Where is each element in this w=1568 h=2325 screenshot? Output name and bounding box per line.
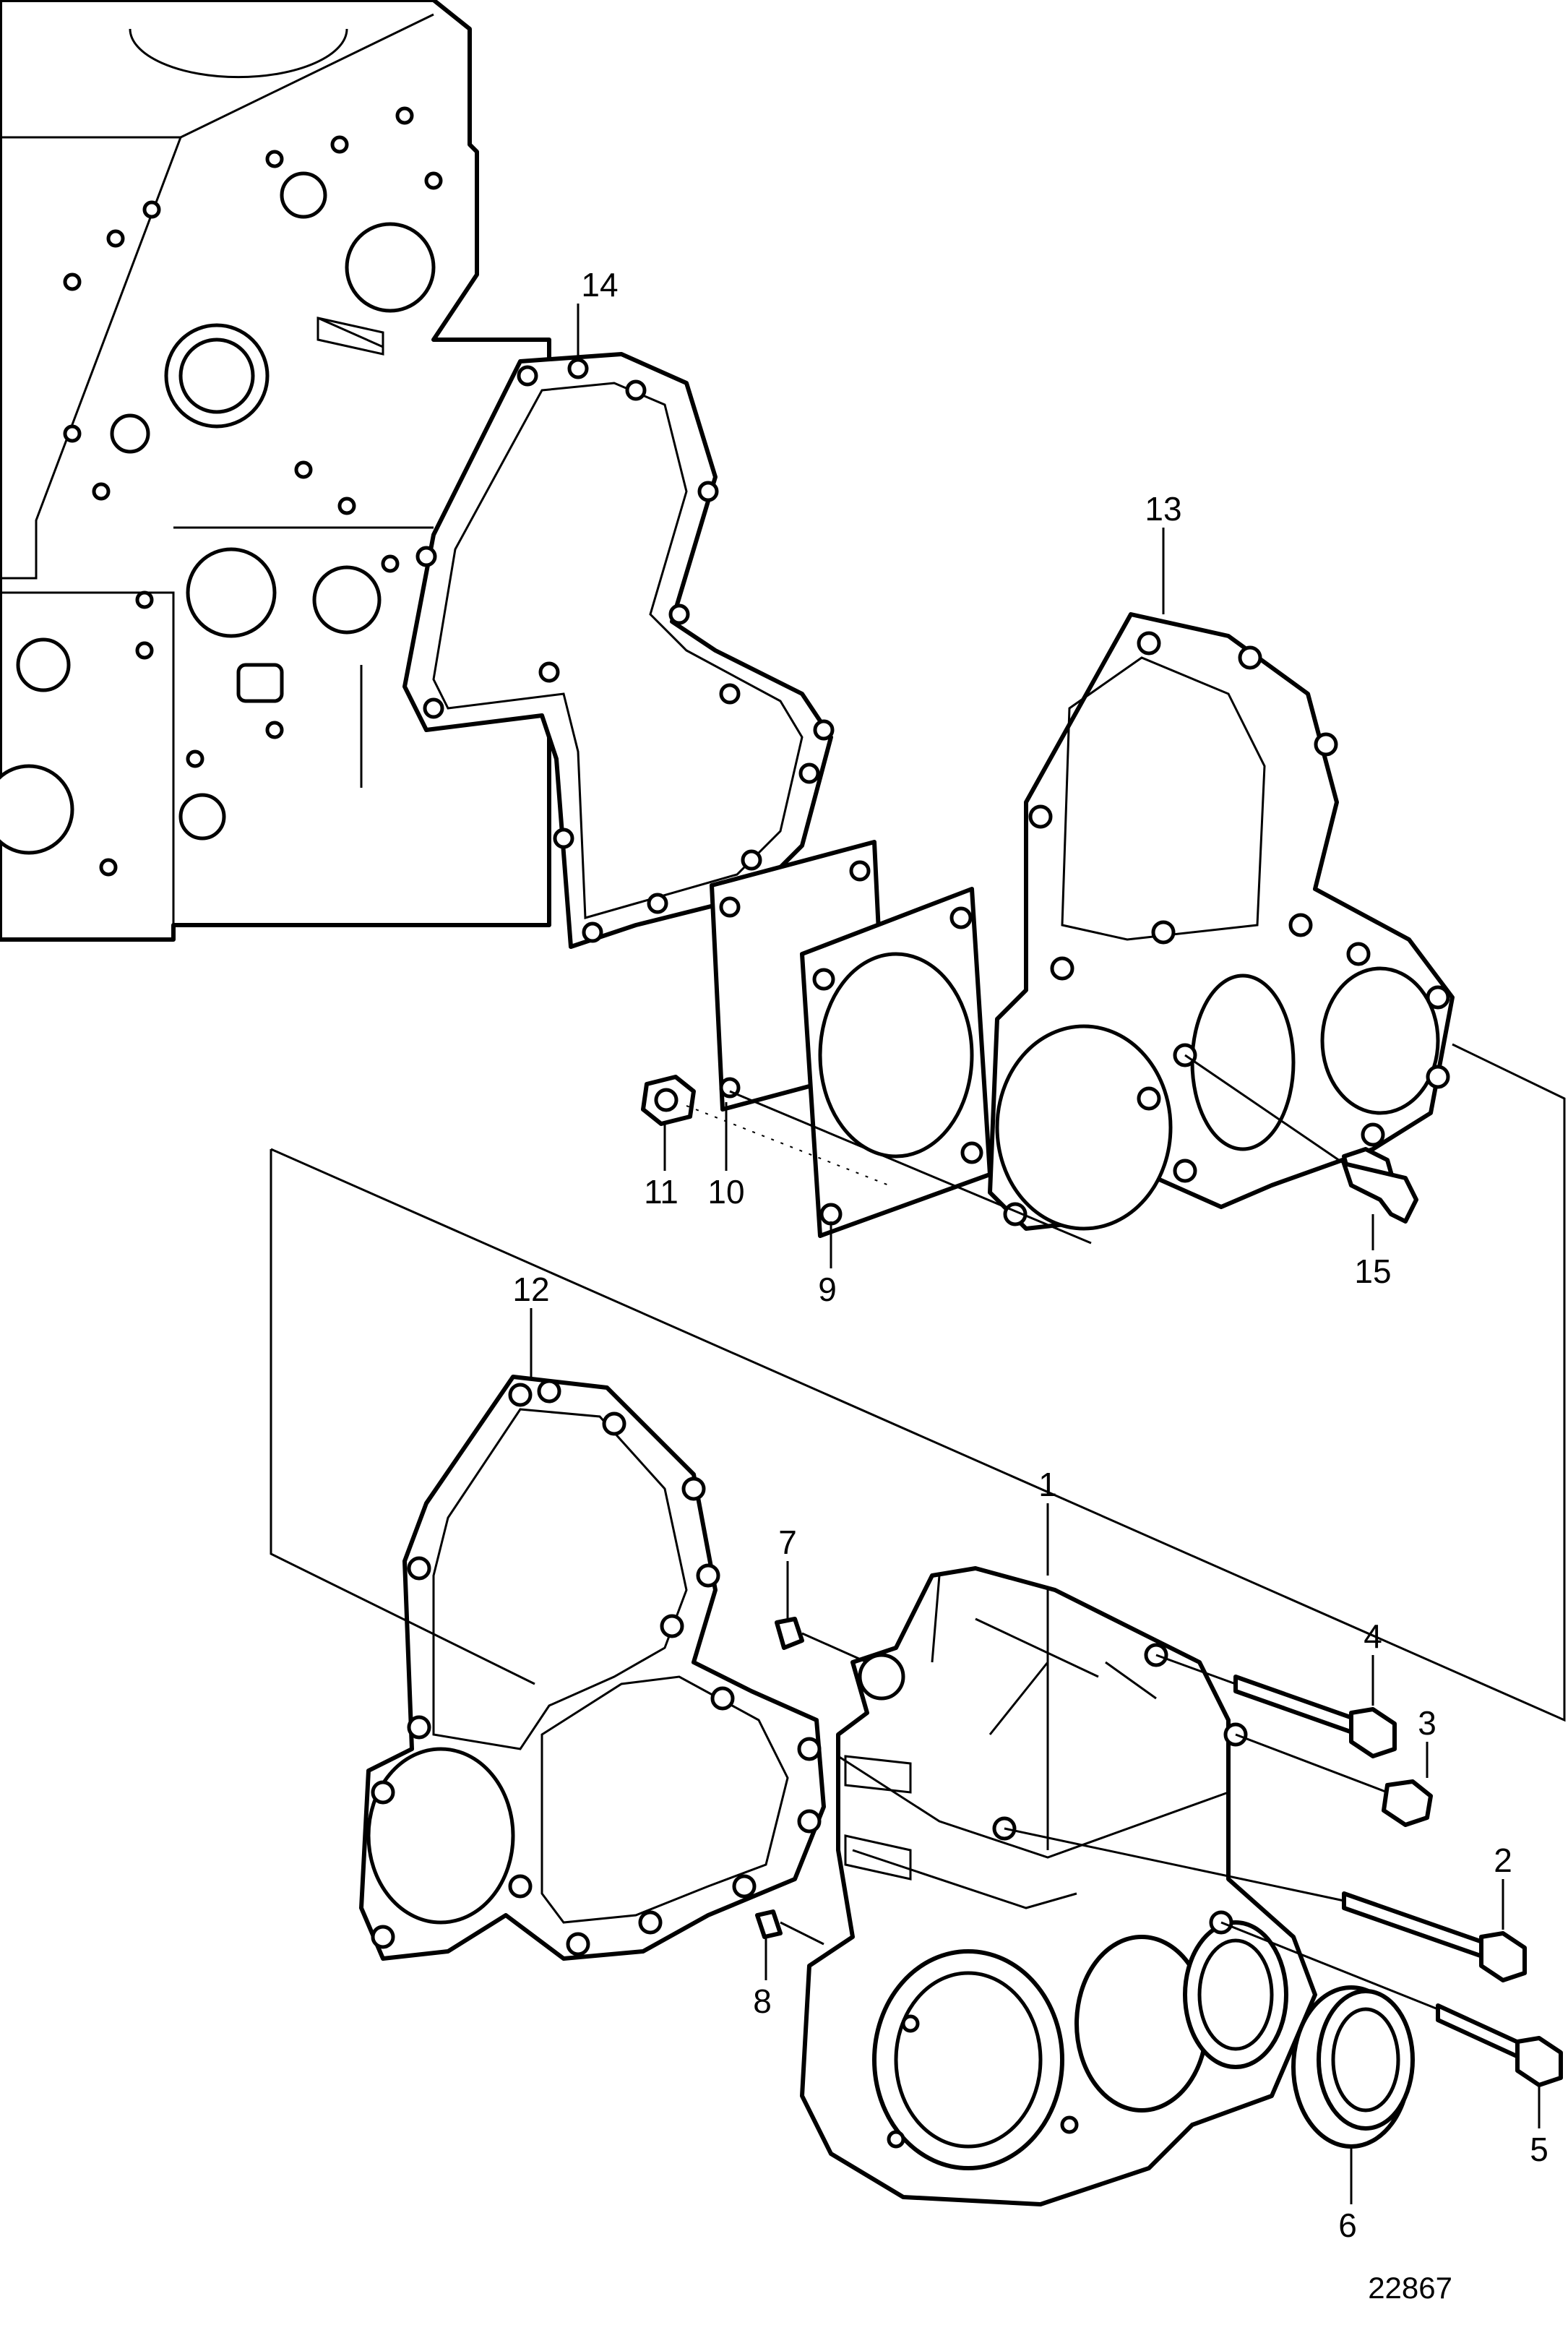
bolt-15 — [1184, 1054, 1418, 1250]
timing-cover-1 — [800, 1503, 1317, 2206]
callout-8: 8 — [753, 1982, 772, 2020]
bolt-4 — [1155, 1654, 1397, 1758]
seal-6 — [1291, 1985, 1415, 2204]
callout-14: 14 — [581, 266, 618, 304]
nut-11 — [641, 1075, 696, 1171]
callout-4: 4 — [1364, 1617, 1382, 1655]
callout-2: 2 — [1494, 1841, 1512, 1879]
callout-6: 6 — [1338, 2206, 1357, 2244]
assembly-lines — [270, 1043, 1566, 1722]
callout-13: 13 — [1145, 490, 1181, 528]
bolt-5 — [1220, 1921, 1563, 2128]
callout-9: 9 — [818, 1271, 837, 1308]
nut-3 — [1235, 1733, 1433, 1827]
callout-7: 7 — [778, 1524, 797, 1561]
pin-7 — [775, 1561, 868, 1664]
bolt-2 — [1004, 1827, 1527, 1982]
gasket-plate-9 — [800, 887, 992, 1268]
pin-8 — [755, 1909, 824, 1980]
callout-labels: 1 2 3 4 5 6 7 8 9 10 11 12 13 14 15 — [512, 266, 1548, 2244]
callout-12: 12 — [512, 1271, 549, 1308]
figure-number: 22867 — [1368, 2271, 1452, 2305]
gasket-14 — [402, 304, 835, 949]
callout-3: 3 — [1418, 1704, 1436, 1742]
callout-10: 10 — [707, 1173, 744, 1211]
gasket-12 — [359, 1308, 826, 1961]
callout-5: 5 — [1530, 2131, 1548, 2168]
callout-1: 1 — [1038, 1466, 1057, 1503]
callout-11: 11 — [644, 1173, 679, 1211]
callout-15: 15 — [1354, 1252, 1391, 1290]
plate-13 — [988, 528, 1455, 1231]
